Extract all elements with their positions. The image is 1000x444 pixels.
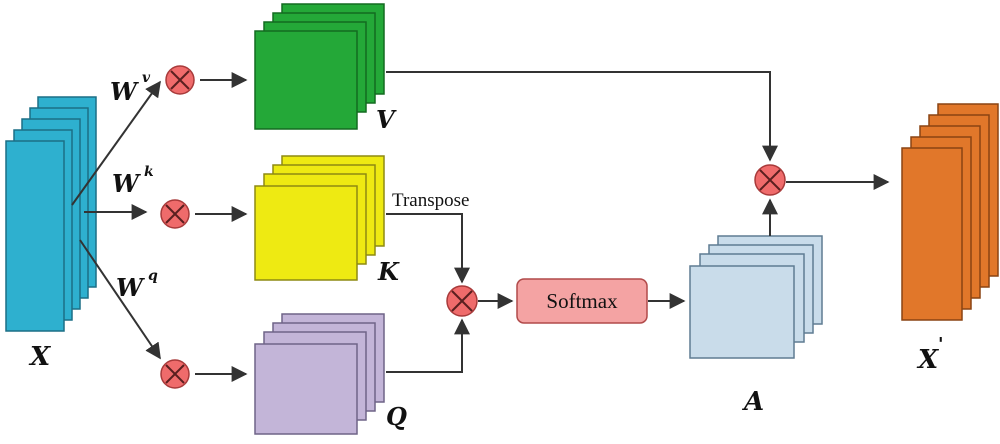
label-x-out-prime: ' <box>938 334 944 355</box>
arrow-q-to-multiply <box>386 318 470 373</box>
input-x-stack <box>5 96 97 332</box>
wq-sup: q <box>148 268 158 284</box>
weight-label-wk: W k <box>112 164 154 198</box>
wq-base: W <box>116 273 145 302</box>
output-x-stack <box>901 103 999 321</box>
weight-label-wv: W v <box>110 70 151 106</box>
softmax-label: Softmax <box>546 289 618 313</box>
wk-base: W <box>112 169 141 198</box>
label-transpose: Transpose <box>392 190 469 211</box>
multiply-av-icon <box>754 164 786 196</box>
label-k: K <box>377 257 400 286</box>
multiply-wv-icon <box>165 65 195 95</box>
arrow-x-to-wv <box>71 80 161 206</box>
label-q: Q <box>386 402 407 431</box>
wv-sup: v <box>142 70 151 86</box>
k-stack <box>254 155 385 281</box>
label-x-out: X <box>916 345 940 375</box>
arrow-k-transpose <box>386 213 470 284</box>
label-a: A <box>741 387 764 417</box>
weight-label-wq: W q <box>116 268 158 302</box>
v-stack <box>254 3 385 130</box>
wk-sup: k <box>144 164 154 180</box>
multiply-wq-icon <box>160 359 190 389</box>
q-stack <box>254 313 385 435</box>
multiply-qk-icon <box>446 285 478 317</box>
label-x-output: X ' <box>916 334 944 375</box>
label-v: V <box>376 105 397 134</box>
label-x: X <box>28 342 52 372</box>
softmax-box: Softmax <box>516 278 648 324</box>
wv-base: W <box>110 77 139 106</box>
arrow-x-to-wq <box>79 239 161 360</box>
multiply-wk-icon <box>160 199 190 229</box>
arrow-v-to-multiply <box>386 71 778 162</box>
a-stack <box>689 235 823 359</box>
